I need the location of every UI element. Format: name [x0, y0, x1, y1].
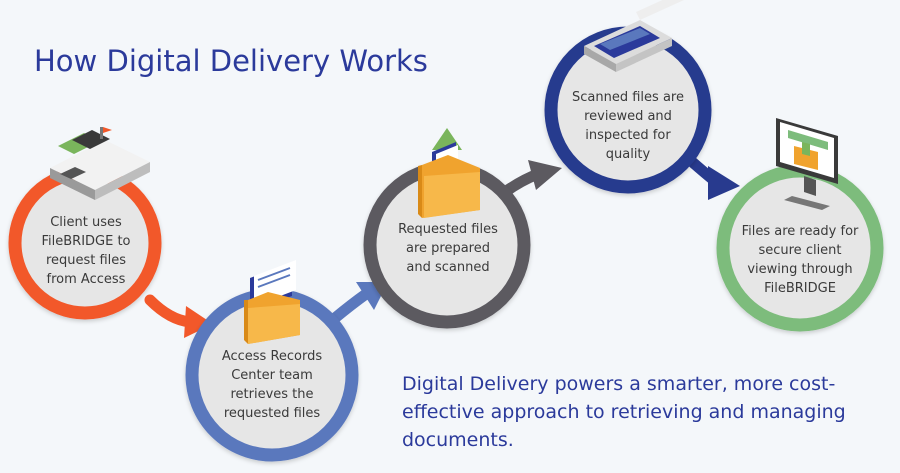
page-title: How Digital Delivery Works	[34, 44, 428, 78]
computer-desk-icon	[50, 127, 150, 200]
step-3-description: Requested files are prepared and scanned	[398, 222, 498, 275]
step-4-description: Scanned files are reviewed and inspected…	[572, 90, 684, 162]
monitor-folder-icon	[776, 118, 838, 210]
folder-documents-icon	[244, 260, 300, 344]
scanner-icon	[584, 0, 684, 72]
arrow-step3-to-step4	[499, 160, 562, 198]
step-1-description: Client uses FileBRIDGE to request files …	[41, 215, 131, 287]
step-2-description: Access Records Center team retrieves the…	[221, 349, 323, 421]
step-5-description: Files are ready for secure client viewin…	[741, 224, 859, 296]
folder-upload-icon	[418, 128, 480, 218]
tagline-text: Digital Delivery powers a smarter, more …	[402, 373, 846, 451]
arrow-step1-to-step2	[144, 294, 213, 338]
arrow-step4-to-step5	[684, 154, 740, 200]
